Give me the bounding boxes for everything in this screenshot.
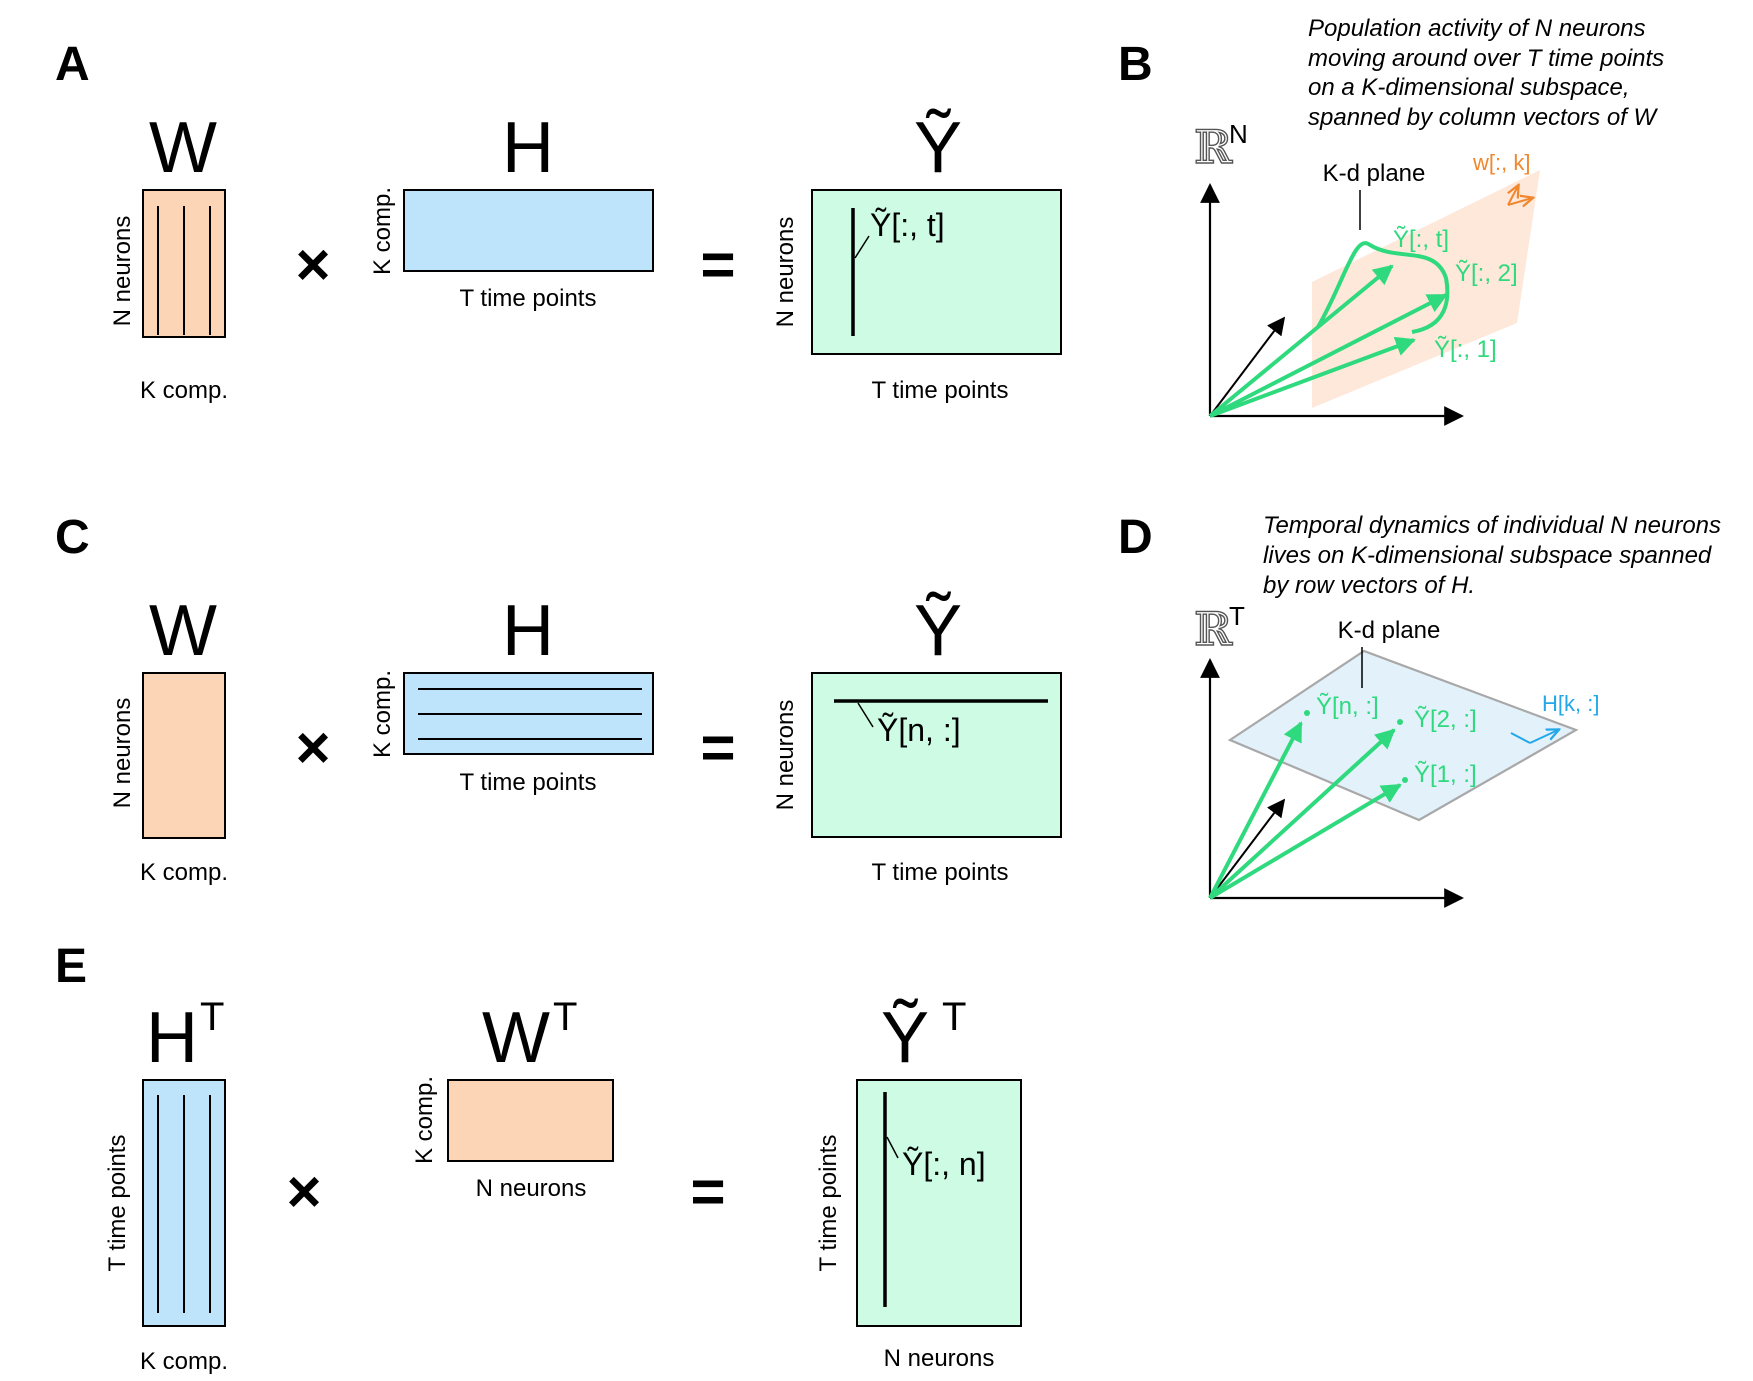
vector-label: Ỹ[1, :]	[1414, 761, 1477, 788]
vector-label: Ỹ[n, :]	[1316, 693, 1379, 720]
times-symbol: ×	[295, 231, 330, 298]
caption-line: Temporal dynamics of individual N neuron…	[1263, 512, 1721, 539]
times-symbol: ×	[286, 1158, 321, 1225]
panel-e: E H T T time points K comp. × W T K comp…	[55, 940, 1022, 1375]
ht-title: H	[146, 998, 198, 1078]
w-rows-label: N neurons	[109, 698, 136, 809]
basis-arrow	[1507, 198, 1532, 205]
y-matrix	[811, 672, 1062, 838]
panel-c: C W N neurons K comp. × H K comp. T time…	[55, 511, 1062, 886]
point-2	[1397, 719, 1403, 725]
h-matrix	[403, 189, 654, 272]
ht-superscript: T	[200, 995, 224, 1039]
w-title: W	[149, 108, 217, 188]
times-symbol: ×	[295, 714, 330, 781]
y-title: Ỹ	[914, 108, 962, 188]
vector-1	[1209, 336, 1416, 418]
point-n	[1304, 710, 1310, 716]
space-symbol: ℝ	[1194, 602, 1233, 656]
panel-d: D Temporal dynamics of individual N neur…	[1118, 511, 1721, 908]
space-superscript: T	[1229, 601, 1245, 631]
wt-title: W	[482, 998, 550, 1078]
wt-superscript: T	[553, 995, 577, 1039]
caption-line: Population activity of N neurons	[1308, 15, 1646, 42]
h-title: H	[502, 108, 554, 188]
y-rows-label: N neurons	[772, 700, 799, 811]
annotation-leader	[854, 235, 870, 259]
basis-vector	[1209, 798, 1286, 899]
panel-label-e: E	[55, 940, 87, 993]
h-rows-label: K comp.	[369, 670, 396, 758]
panel-label-b: B	[1118, 38, 1153, 91]
basis-label: w[:, k]	[1472, 150, 1530, 175]
w-rows-label: N neurons	[109, 216, 136, 327]
h-cols-label: T time points	[460, 769, 597, 796]
space-superscript: N	[1229, 119, 1248, 149]
basis-arrow	[1529, 730, 1558, 744]
yt-rows-label: T time points	[815, 1135, 842, 1272]
y-cols-label: T time points	[872, 859, 1009, 886]
space-symbol: ℝ	[1194, 120, 1233, 174]
yt-column-annotation: Ỹ[:, n]	[902, 1146, 986, 1182]
y-rows-label: N neurons	[772, 217, 799, 328]
h-title: H	[502, 591, 554, 671]
caption-line: spanned by column vectors of W	[1308, 104, 1659, 131]
h-rows-label: K comp.	[369, 187, 396, 275]
ht-cols-label: K comp.	[140, 1348, 228, 1375]
point-1	[1402, 777, 1408, 783]
basis-vector	[1209, 316, 1286, 417]
basis-arrow	[1510, 732, 1531, 744]
h-cols-label: T time points	[460, 285, 597, 312]
vector-label: Ỹ[:, t]	[1393, 226, 1449, 253]
annotation-leader	[886, 1136, 899, 1159]
caption-line: on a K-dimensional subspace,	[1308, 74, 1630, 101]
annotation-leader	[857, 702, 874, 728]
yt-matrix	[856, 1079, 1022, 1327]
ht-rows-label: T time points	[104, 1135, 131, 1272]
vector-1	[1208, 783, 1402, 900]
k-d-plane	[1227, 649, 1579, 822]
yt-cols-label: N neurons	[884, 1345, 995, 1372]
y-title: Ỹ	[914, 591, 962, 671]
vector-n	[1208, 721, 1303, 899]
vector-label: Ỹ[:, 1]	[1434, 336, 1497, 363]
vector-2	[1208, 728, 1396, 900]
vector-label: Ỹ[2, :]	[1414, 706, 1477, 733]
vector-2	[1209, 293, 1448, 418]
panel-b: B Population activity of N neurons movin…	[1118, 15, 1664, 426]
caption-line: lives on K-dimensional subspace spanned	[1263, 542, 1712, 569]
basis-label: H[k, :]	[1542, 691, 1599, 716]
panel-label-d: D	[1118, 511, 1153, 564]
yt-title: Ỹ	[881, 998, 929, 1078]
panel-a: A W N neurons K comp. × H K comp. T time…	[55, 38, 1062, 404]
wt-cols-label: N neurons	[476, 1175, 587, 1202]
basis-arrow	[1507, 186, 1518, 206]
vector-label: Ỹ[:, 2]	[1455, 260, 1518, 287]
y-row-annotation: Ỹ[n, :]	[877, 712, 961, 748]
yt-superscript: T	[942, 995, 966, 1039]
w-title: W	[149, 591, 217, 671]
plane-label: K-d plane	[1338, 617, 1441, 644]
k-d-plane	[1312, 170, 1540, 408]
vector-t	[1208, 264, 1394, 418]
w-cols-label: K comp.	[140, 377, 228, 404]
equals-symbol: =	[700, 231, 735, 298]
equals-symbol: =	[690, 1158, 725, 1225]
wt-matrix	[447, 1079, 614, 1162]
caption-line: by row vectors of H.	[1263, 572, 1475, 599]
y-cols-label: T time points	[872, 377, 1009, 404]
wt-rows-label: K comp.	[411, 1076, 438, 1164]
y-column-annotation: Ỹ[:, t]	[870, 207, 945, 243]
w-cols-label: K comp.	[140, 859, 228, 886]
panel-label-a: A	[55, 38, 90, 91]
caption-line: moving around over T time points	[1308, 45, 1664, 72]
plane-label: K-d plane	[1323, 160, 1426, 187]
w-matrix	[142, 672, 226, 839]
panel-label-c: C	[55, 511, 90, 564]
equals-symbol: =	[700, 714, 735, 781]
